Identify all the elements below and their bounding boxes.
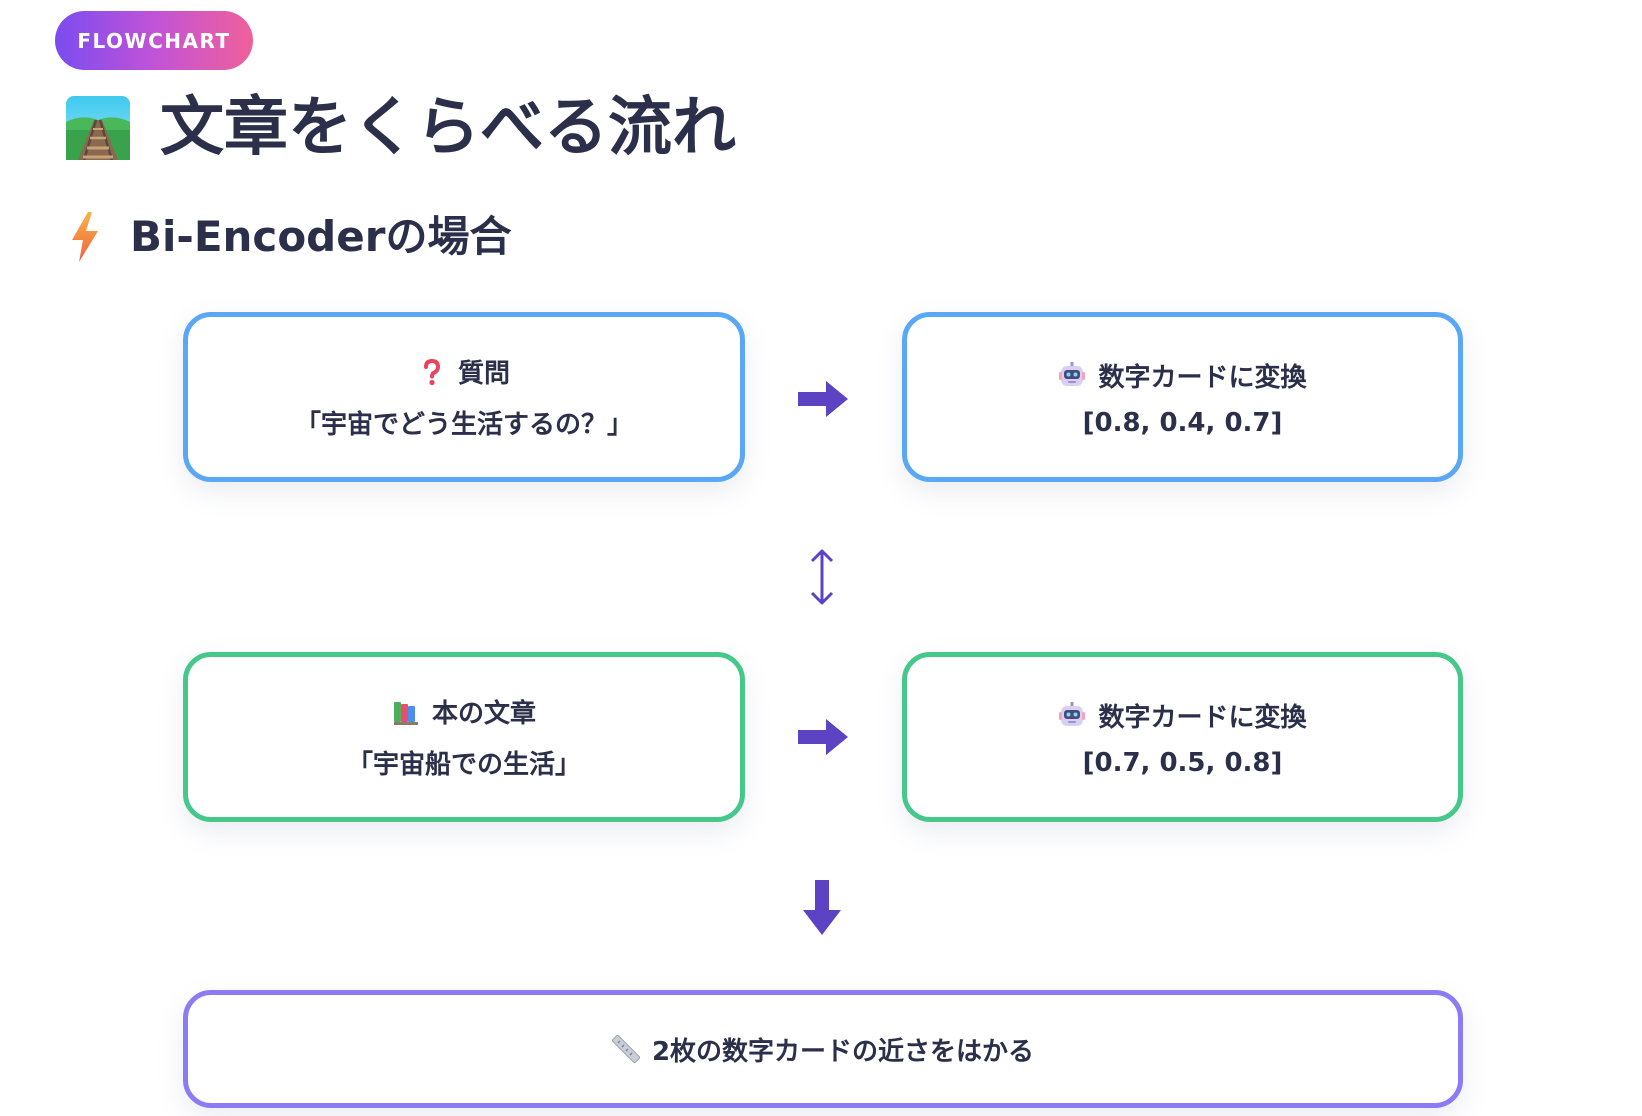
result-box: 2枚の数字カードの近さをはかる [183,990,1463,1108]
page-title: 文章をくらべる流れ [160,91,736,165]
ruler-icon [611,1035,640,1063]
query-vector-box: 数字カードに変換 [0.8, 0.4, 0.7] [902,312,1463,482]
right-arrow-icon [798,719,848,755]
query-text: 「宇宙でどう生活するの？」 [294,410,633,440]
document-label: 本の文章 [431,699,536,729]
query-vector-label: 数字カードに変換 [1098,362,1307,393]
document-vector-value: [0.7, 0.5, 0.8] [1082,747,1283,778]
document-vector-box: 数字カードに変換 [0.7, 0.5, 0.8] [902,652,1463,822]
document-vector-label-row: 数字カードに変換 [1058,697,1307,734]
query-label-row: 質問 [418,353,510,390]
section-heading-row: Bi-Encoderの場合 [68,212,511,262]
query-box: 質問 「宇宙でどう生活するの？」 [183,312,745,482]
page-title-row: 文章をくらべる流れ [66,96,736,160]
robot-icon [1059,702,1086,726]
document-box: 本の文章 「宇宙船での生活」 [183,652,745,822]
section-heading: Bi-Encoderの場合 [130,212,512,261]
question-mark-icon [423,358,440,385]
document-vector-label: 数字カードに変換 [1098,702,1307,733]
books-icon [393,701,418,725]
query-vector-label-row: 数字カードに変換 [1058,357,1307,394]
document-text: 「宇宙船での生活」 [346,750,581,780]
flowchart-badge: FLOWCHART [55,11,253,70]
right-arrow-icon [798,381,848,417]
lightning-bolt-icon [72,212,98,262]
railway-track-icon [66,96,130,160]
result-label-row: 2枚の数字カードの近さをはかる [611,1031,1035,1068]
up-down-arrow-icon [810,549,834,605]
query-vector-value: [0.8, 0.4, 0.7] [1082,407,1283,438]
query-label: 質問 [457,359,510,389]
result-label: 2枚の数字カードの近さをはかる [651,1036,1035,1067]
document-label-row: 本の文章 [392,693,536,730]
robot-icon [1059,362,1086,386]
down-arrow-icon [803,880,841,935]
